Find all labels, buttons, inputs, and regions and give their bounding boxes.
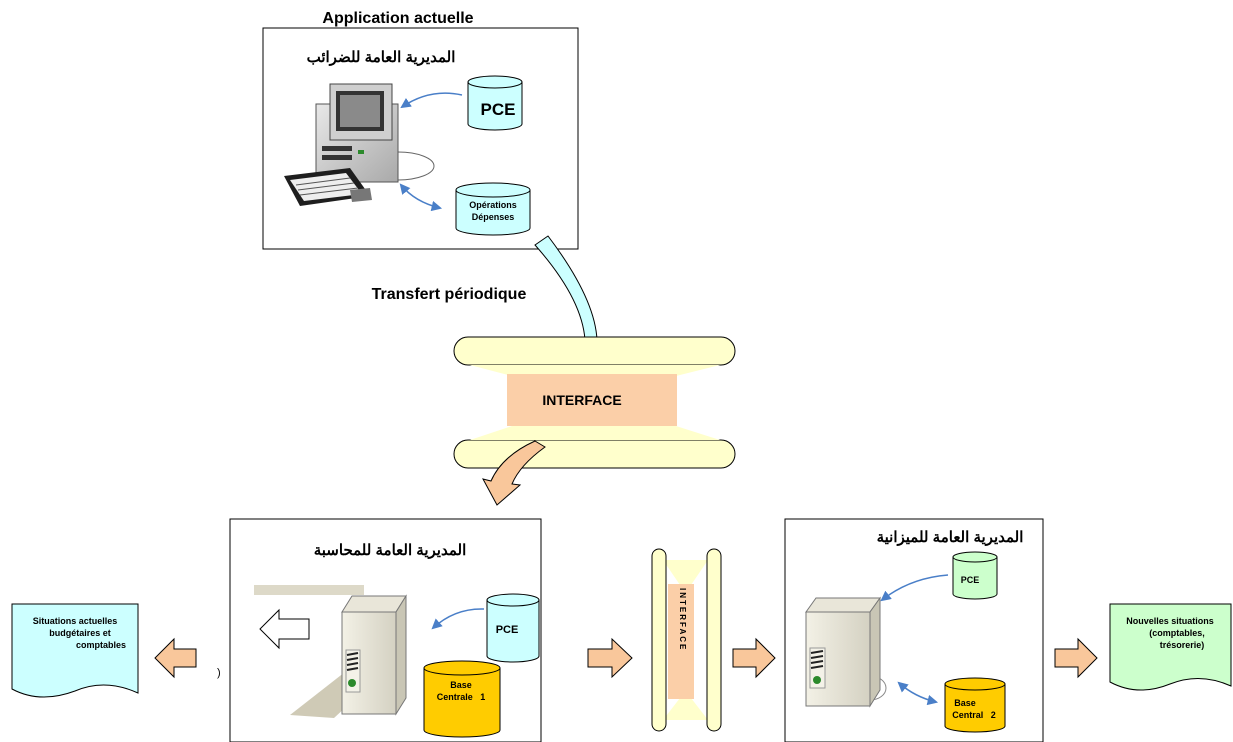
stray-parenthesis: ) [217, 667, 221, 679]
current-situations-line-1: Situations actuelles [33, 616, 118, 626]
accounting-base-database: Base Centrale 1 [423, 660, 501, 738]
arrow-to-current-situations [154, 637, 197, 679]
desktop-computer-icon [284, 83, 435, 206]
accounting-shadow-bar [254, 585, 364, 595]
budget-server-icon [805, 596, 887, 708]
top-title: Application actuelle [322, 10, 473, 27]
budget-base-label-1: Base [954, 698, 976, 708]
top-pce-database: PCE [467, 75, 523, 131]
budget-base-database: Base Central 2 [944, 677, 1006, 733]
interface-to-accounting-arrow [482, 440, 546, 506]
curve-arrow-pce-to-server-left [431, 608, 485, 630]
accounting-pce-label: PCE [496, 624, 519, 636]
new-situations-document: Nouvelles situations (comptables, trésor… [1109, 603, 1232, 691]
current-situations-line-2: budgétaires et [49, 628, 111, 638]
arrow-interface-to-budget [732, 637, 776, 679]
arrow-accounting-to-interface [587, 637, 633, 679]
accounting-base-label-1: Base [450, 680, 472, 690]
budget-pce-label: PCE [961, 575, 980, 585]
new-situations-line-3: trésorerie) [1160, 640, 1205, 650]
arrow-to-new-situations [1054, 637, 1098, 679]
budget-heading: المديرية العامة للميزانية [877, 529, 1024, 546]
curve-arrow-pce-to-pc [400, 92, 463, 109]
vertical-interface-connector [651, 548, 722, 732]
vertical-interface-label: INTERFACE [678, 588, 687, 651]
current-situations-document: Situations actuelles budgétaires et comp… [11, 603, 139, 698]
new-situations-line-2: (comptables, [1149, 628, 1205, 638]
transfer-label: Transfert périodique [372, 286, 527, 303]
top-operations-label-2: Dépenses [472, 212, 515, 222]
interface-label: INTERFACE [542, 392, 621, 408]
accounting-hollow-arrow [259, 608, 310, 650]
curve-arrow-server-to-base-right [897, 681, 939, 706]
new-situations-line-1: Nouvelles situations [1126, 616, 1214, 626]
top-operations-label-1: Opérations [469, 200, 517, 210]
current-situations-line-3: comptables [76, 640, 126, 650]
budget-base-label-2: Central 2 [952, 710, 996, 720]
top-heading: المديرية العامة للضرائب [307, 49, 456, 66]
curve-arrow-pc-operations [399, 183, 443, 212]
accounting-pce-database: PCE [486, 593, 540, 663]
accounting-base-label-2: Centrale 1 [437, 692, 486, 702]
budget-pce-database: PCE [952, 551, 998, 600]
top-pce-label: PCE [481, 100, 516, 119]
curve-arrow-pce-to-server-right [880, 574, 949, 602]
top-operations-database: Opérations Dépenses [455, 182, 531, 236]
accounting-heading: المديرية العامة للمحاسبة [314, 542, 467, 559]
accounting-server-icon [290, 594, 407, 718]
